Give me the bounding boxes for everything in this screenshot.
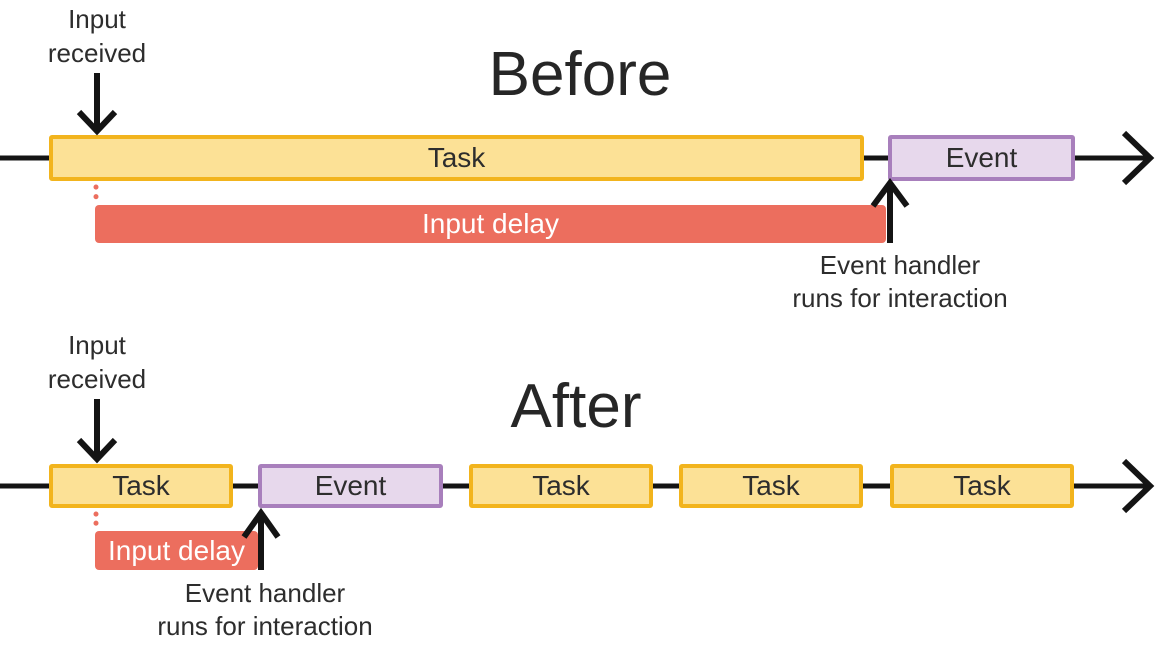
after-task-label-1: Task	[112, 470, 170, 501]
arrow-right-icon	[1124, 461, 1150, 511]
after-event-handler-label: Event handler runs for interaction	[157, 578, 373, 641]
after-input-delay-bar: Input delay	[95, 531, 258, 570]
after-title: After	[510, 372, 642, 441]
after-task-label-3: Task	[742, 470, 800, 501]
after-input-delay-label: Input delay	[108, 534, 245, 566]
after-task-bar-1: Task	[49, 464, 233, 508]
before-input-delay-bar: Input delay	[95, 205, 886, 243]
before-event-handler-label: Event handler runs for interaction	[792, 250, 1008, 313]
before-event-label: Event	[945, 142, 1018, 173]
after-event-bar: Event	[258, 464, 443, 508]
before-input-delay-label: Input delay	[422, 208, 559, 239]
arrow-up-icon	[244, 513, 278, 570]
arrow-down-icon	[79, 399, 115, 459]
arrow-up-icon	[873, 183, 907, 243]
arrow-right-icon	[1124, 133, 1150, 183]
before-task-bar: Task	[49, 135, 864, 181]
arrow-down-icon	[79, 73, 115, 131]
after-task-label-2: Task	[532, 470, 590, 501]
before-input-received-label: Input received	[47, 4, 147, 68]
before-event-bar: Event	[888, 135, 1075, 181]
after-task-label-4: Task	[953, 470, 1011, 501]
after-input-received-label: Input received	[47, 330, 147, 394]
after-task-bar-2: Task	[469, 464, 653, 508]
before-title: Before	[488, 40, 672, 109]
after-task-bar-4: Task	[890, 464, 1074, 508]
before-task-label: Task	[427, 142, 486, 173]
after-event-label: Event	[314, 470, 387, 501]
after-task-bar-3: Task	[679, 464, 863, 508]
